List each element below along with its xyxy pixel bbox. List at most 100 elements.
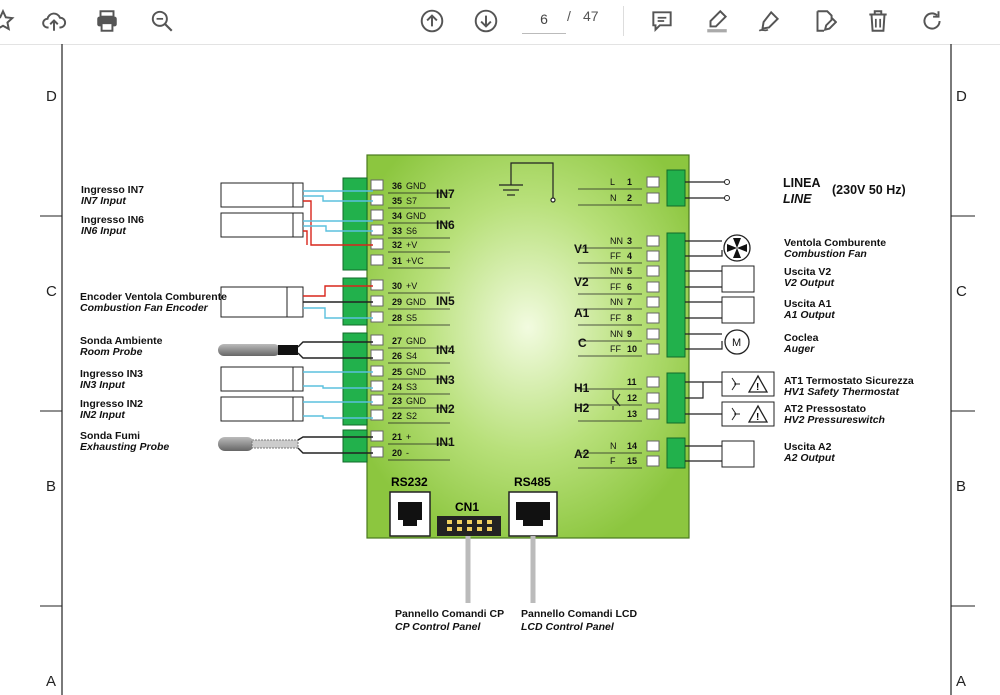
- draw-button[interactable]: [752, 4, 786, 38]
- terminal-label-right: L: [610, 177, 615, 187]
- cn1-pin: [477, 520, 482, 524]
- terminal-number-right: 14: [627, 441, 637, 451]
- left-label-english: IN6 Input: [81, 225, 126, 237]
- terminal-block-in4-in2: [342, 332, 368, 426]
- terminal-number-right: 4: [627, 251, 632, 261]
- terminal-number-left: 27: [392, 336, 402, 346]
- comment-button[interactable]: [645, 4, 679, 38]
- terminal-screw-left: [370, 409, 384, 421]
- cloud-upload-icon: [42, 12, 67, 31]
- terminal-screw-left: [370, 365, 384, 377]
- terminal-number-left: 35: [392, 196, 402, 206]
- edit-button[interactable]: [807, 4, 841, 38]
- in-block-label: IN5: [436, 294, 455, 308]
- terminal-label-right: FF: [610, 313, 621, 323]
- rotate-button[interactable]: [915, 4, 949, 38]
- in-block-label: IN2: [436, 402, 455, 416]
- next-page-button[interactable]: [469, 4, 503, 38]
- left-label-english: Room Probe: [80, 346, 143, 358]
- cn1-pins: [447, 520, 492, 531]
- star-icon: [0, 8, 15, 31]
- terminal-number-right: 2: [627, 193, 632, 203]
- terminal-number-left: 26: [392, 351, 402, 361]
- cn1-pin: [467, 527, 472, 531]
- terminal-block-line: [666, 169, 686, 207]
- row-label-a-left: A: [46, 673, 56, 690]
- terminal-label-right: N: [610, 193, 617, 203]
- rotate-icon: [923, 11, 941, 30]
- in-block-label: IN6: [436, 218, 455, 232]
- terminal-number-right: 11: [627, 377, 637, 387]
- bottom-label-english: CP Control Panel: [395, 621, 481, 633]
- in-block-label: IN3: [436, 373, 455, 387]
- highlight-button[interactable]: [700, 4, 734, 38]
- page-number-input[interactable]: [522, 5, 566, 34]
- left-label-english: IN7 Input: [81, 195, 126, 207]
- terminal-label-left: GND: [406, 396, 427, 406]
- controller-board: [366, 154, 690, 539]
- page-total: 47: [583, 8, 599, 24]
- print-button[interactable]: [90, 4, 124, 38]
- bottom-label-italian: Pannello Comandi LCD: [521, 608, 638, 620]
- terminal-screw-right: [646, 392, 660, 404]
- terminal-block-outputs: [666, 232, 686, 358]
- terminal-label-left: -: [406, 448, 409, 458]
- terminal-label-left: GND: [406, 336, 427, 346]
- output-group-label: V1: [574, 242, 589, 256]
- trash-icon: [869, 10, 887, 32]
- right-label-italian: AT2 Pressostato: [784, 403, 866, 415]
- terminal-label-right: NN: [610, 236, 623, 246]
- terminal-number-left: 20: [392, 448, 402, 458]
- search-button[interactable]: [145, 4, 179, 38]
- right-label-italian: Uscita V2: [784, 266, 831, 278]
- left-label-english: IN3 Input: [80, 379, 125, 391]
- terminal-screw-left: [370, 349, 384, 361]
- terminal-screw-left: [370, 311, 384, 323]
- in6-device: [220, 212, 304, 238]
- rs232-label: RS232: [391, 475, 428, 489]
- v2-output-box: [721, 265, 755, 293]
- previous-page-button[interactable]: [415, 4, 449, 38]
- bookmark-button[interactable]: [0, 4, 20, 38]
- terminal-number-left: 21: [392, 432, 402, 442]
- terminal-screw-left: [370, 295, 384, 307]
- cn1-connector[interactable]: [437, 516, 501, 536]
- row-label-a-right: A: [956, 673, 966, 690]
- voltage-label: (230V 50 Hz): [832, 183, 906, 197]
- line-label: LINEA: [783, 176, 821, 190]
- upload-button[interactable]: [37, 4, 71, 38]
- terminal-label-right: FF: [610, 344, 621, 354]
- terminal-screw-right: [646, 440, 660, 452]
- terminal-number-right: 6: [627, 282, 632, 292]
- right-label-italian: AT1 Termostato Sicurezza: [784, 375, 914, 387]
- right-label-italian: Ventola Comburente: [784, 237, 886, 249]
- toolbar-divider: [623, 6, 624, 36]
- left-label-italian: Ingresso IN7: [81, 184, 144, 196]
- terminal-label-left: S2: [406, 411, 417, 421]
- line-terminal-n: [724, 195, 730, 201]
- row-label-c-left: C: [46, 283, 57, 300]
- a1-output-box: [721, 296, 755, 324]
- right-label-italian: Uscita A2: [784, 441, 832, 453]
- row-label-b-left: B: [46, 478, 56, 495]
- cn1-pin: [487, 520, 492, 524]
- left-terminal-strip: [342, 177, 368, 463]
- left-label-italian: Sonda Fumi: [80, 430, 140, 442]
- terminal-screw-right: [646, 343, 660, 355]
- row-label-d-right: D: [956, 88, 967, 105]
- cn1-pin: [477, 527, 482, 531]
- terminal-screw-right: [646, 250, 660, 262]
- terminal-screw-left: [370, 194, 384, 206]
- in-block-label: IN4: [436, 343, 455, 357]
- right-label-english: HV2 Pressureswitch: [784, 414, 885, 426]
- terminal-screw-right: [646, 455, 660, 467]
- terminal-number-right: 10: [627, 344, 637, 354]
- output-group-label: C: [578, 336, 587, 350]
- delete-button[interactable]: [861, 4, 895, 38]
- terminal-number-left: 36: [392, 181, 402, 191]
